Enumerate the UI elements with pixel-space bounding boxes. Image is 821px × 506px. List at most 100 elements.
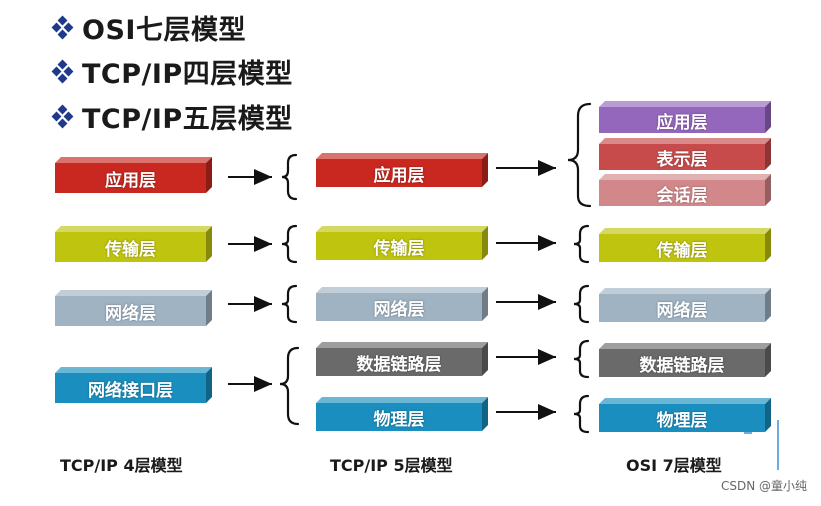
brace-left-icon <box>573 339 590 379</box>
box-front-face <box>55 373 206 403</box>
box-front-face <box>599 234 765 262</box>
box-top-face <box>599 101 771 107</box>
layer-box: 传输层 <box>55 226 212 262</box>
box-shape <box>55 226 212 262</box>
diamond-bullet-icon <box>51 104 74 128</box>
box-shape <box>316 226 488 260</box>
layer-box: 传输层 <box>316 226 488 260</box>
brace-left-icon <box>281 224 298 264</box>
diamond-bullet-icon <box>51 15 74 39</box>
layer-label: 传输层 <box>105 239 156 260</box>
box-shape <box>599 343 771 377</box>
box-side-face <box>765 398 771 432</box>
box-top-face <box>316 226 488 232</box>
layer-label: 物理层 <box>656 410 708 431</box>
brace-left-icon <box>573 394 590 434</box>
box-front-face <box>316 232 482 260</box>
box-front-face <box>55 163 206 193</box>
box-top-face <box>55 226 212 232</box>
box-shape <box>599 101 771 133</box>
decoration-line <box>744 420 779 470</box>
box-shape <box>55 367 212 403</box>
box-side-face <box>206 367 212 403</box>
box-top-face <box>599 398 771 404</box>
layer-box: 应用层 <box>599 101 771 133</box>
diamond-bullet-icon <box>51 59 74 83</box>
box-side-face <box>482 397 488 431</box>
heading-tcpip4: TCP/IP四层模型 <box>50 52 293 91</box>
heading-text: OSI七层模型 <box>82 15 246 46</box>
box-top-face <box>599 343 771 349</box>
box-shape <box>599 288 771 322</box>
box-front-face <box>599 294 765 322</box>
column-title-tcpip4: TCP/IP 4层模型 <box>60 456 183 475</box>
layer-label: 网络层 <box>373 299 425 320</box>
box-side-face <box>765 101 771 133</box>
box-side-face <box>765 343 771 377</box>
layer-box: 网络层 <box>55 290 212 326</box>
layer-label: 应用层 <box>656 112 708 133</box>
box-front-face <box>55 232 206 262</box>
layer-label: 应用层 <box>105 170 156 191</box>
column-title-osi7: OSI 7层模型 <box>626 456 722 475</box>
box-shape <box>599 138 771 170</box>
box-shape <box>599 174 771 206</box>
brace-left-icon <box>573 284 590 324</box>
layer-label: 会话层 <box>656 185 708 206</box>
heading-tcpip5: TCP/IP五层模型 <box>50 97 293 136</box>
box-front-face <box>316 159 482 187</box>
box-front-face <box>316 348 482 376</box>
box-top-face <box>599 288 771 294</box>
layer-label: 应用层 <box>373 165 425 186</box>
watermark: CSDN @童小纯 <box>720 479 807 493</box>
layer-label: 网络层 <box>656 300 708 321</box>
column-title-tcpip5: TCP/IP 5层模型 <box>330 456 453 475</box>
box-top-face <box>55 290 212 296</box>
box-shape <box>599 398 771 432</box>
box-side-face <box>765 288 771 322</box>
box-side-face <box>765 138 771 170</box>
layer-label: 网络层 <box>105 303 156 324</box>
brace-left-icon <box>279 346 300 426</box>
layer-box: 应用层 <box>55 157 212 193</box>
box-front-face <box>599 144 765 170</box>
box-top-face <box>599 228 771 234</box>
box-side-face <box>206 157 212 193</box>
box-side-face <box>482 342 488 376</box>
box-front-face <box>599 180 765 206</box>
heading-osi7: OSI七层模型 <box>50 8 246 47</box>
layer-box: 表示层 <box>599 138 771 170</box>
layer-box: 会话层 <box>599 174 771 206</box>
box-side-face <box>206 226 212 262</box>
box-front-face <box>316 403 482 431</box>
layer-label: 传输层 <box>656 240 708 261</box>
layer-label: 网络接口层 <box>88 380 173 401</box>
layer-box: 传输层 <box>599 228 771 262</box>
box-top-face <box>316 153 488 159</box>
box-side-face <box>765 228 771 262</box>
layer-label: 数据链路层 <box>356 354 442 375</box>
box-side-face <box>482 153 488 187</box>
box-top-face <box>316 342 488 348</box>
layer-box: 网络层 <box>316 287 488 321</box>
box-shape <box>55 290 212 326</box>
box-side-face <box>206 290 212 326</box>
box-front-face <box>599 349 765 377</box>
box-top-face <box>316 287 488 293</box>
layer-box: 网络层 <box>599 288 771 322</box>
box-side-face <box>482 226 488 260</box>
layer-box: 物理层 <box>599 398 771 432</box>
box-shape <box>316 287 488 321</box>
layer-box: 数据链路层 <box>599 343 771 377</box>
brace-left-icon <box>567 102 592 208</box>
layer-box: 网络接口层 <box>55 367 212 403</box>
layer-label: 物理层 <box>373 409 425 430</box>
heading-text: TCP/IP四层模型 <box>82 59 293 90</box>
layer-label: 表示层 <box>656 149 708 170</box>
box-side-face <box>765 174 771 206</box>
box-shape <box>316 153 488 187</box>
box-shape <box>316 342 488 376</box>
layer-box: 物理层 <box>316 397 488 431</box>
heading-text: TCP/IP五层模型 <box>82 104 293 135</box>
